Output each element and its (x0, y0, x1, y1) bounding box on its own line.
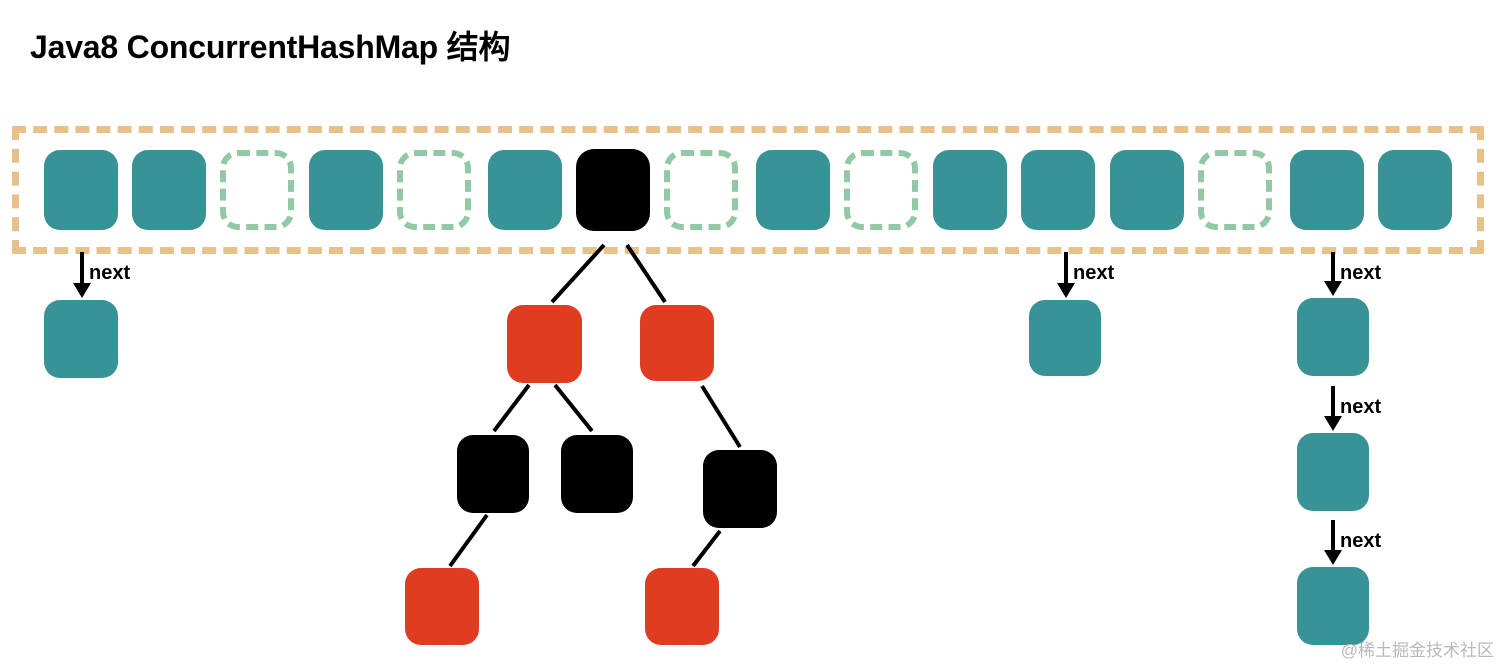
chain-bucket-14-next-1-shaft (1331, 386, 1335, 417)
table-bucket-12[interactable] (1110, 150, 1184, 230)
hash-table-array (12, 126, 1484, 254)
chain-bucket-14-next-1-head (1324, 416, 1342, 431)
table-bucket-8[interactable] (756, 150, 830, 230)
tree-node-n-rl[interactable] (703, 450, 777, 528)
tree-edge-n-r-n-rl (700, 384, 742, 449)
table-bucket-11[interactable] (1021, 150, 1095, 230)
chain-bucket-14-node-1[interactable] (1297, 433, 1369, 511)
chain-bucket-11-node-0[interactable] (1029, 300, 1101, 376)
tree-edge-n-ll-n-lll (448, 513, 489, 568)
table-bucket-2[interactable] (220, 150, 294, 230)
table-bucket-10[interactable] (933, 150, 1007, 230)
chain-bucket-14-node-2[interactable] (1297, 567, 1369, 645)
tree-node-n-lr[interactable] (561, 435, 633, 513)
table-bucket-7[interactable] (664, 150, 738, 230)
tree-edge-n-l-n-ll (492, 383, 531, 433)
table-bucket-9[interactable] (844, 150, 918, 230)
table-bucket-1[interactable] (132, 150, 206, 230)
chain-bucket-0-node-0[interactable] (44, 300, 118, 378)
table-bucket-15[interactable] (1378, 150, 1452, 230)
tree-edge-n-rl-n-rll (691, 529, 722, 568)
table-bucket-3[interactable] (309, 150, 383, 230)
table-bucket-6[interactable] (576, 149, 650, 231)
tree-node-n-rll[interactable] (645, 568, 719, 645)
table-bucket-5[interactable] (488, 150, 562, 230)
chain-bucket-14-next-2-label: next (1340, 530, 1382, 552)
chain-bucket-14-next-1-label: next (1340, 396, 1382, 418)
chain-bucket-0-next-0-label: next (89, 262, 131, 284)
chain-bucket-14-next-2-shaft (1331, 520, 1335, 551)
tree-node-n-lll[interactable] (405, 568, 479, 645)
chain-bucket-14-next-0-label: next (1340, 262, 1382, 284)
chain-bucket-11-next-0-label: next (1073, 262, 1115, 284)
chain-bucket-14-node-0[interactable] (1297, 298, 1369, 376)
table-bucket-14[interactable] (1290, 150, 1364, 230)
tree-node-n-l[interactable] (507, 305, 582, 383)
table-bucket-13[interactable] (1198, 150, 1272, 230)
tree-node-n-r[interactable] (640, 305, 714, 381)
chain-bucket-14-next-2-head (1324, 550, 1342, 565)
page-title: Java8 ConcurrentHashMap 结构 (30, 29, 511, 65)
table-bucket-4[interactable] (397, 150, 471, 230)
chain-bucket-11-next-0-head (1057, 283, 1075, 298)
watermark: @稀土掘金技术社区 (1340, 641, 1494, 660)
chain-bucket-11-next-0-shaft (1064, 252, 1068, 284)
chain-bucket-0-next-0-head (73, 283, 91, 298)
chain-bucket-0-next-0-shaft (80, 252, 84, 284)
chain-bucket-14-next-0-shaft (1331, 252, 1335, 282)
table-bucket-0[interactable] (44, 150, 118, 230)
tree-edge-n-l-n-lr (553, 383, 594, 433)
tree-node-n-ll[interactable] (457, 435, 529, 513)
chain-bucket-14-next-0-head (1324, 281, 1342, 296)
